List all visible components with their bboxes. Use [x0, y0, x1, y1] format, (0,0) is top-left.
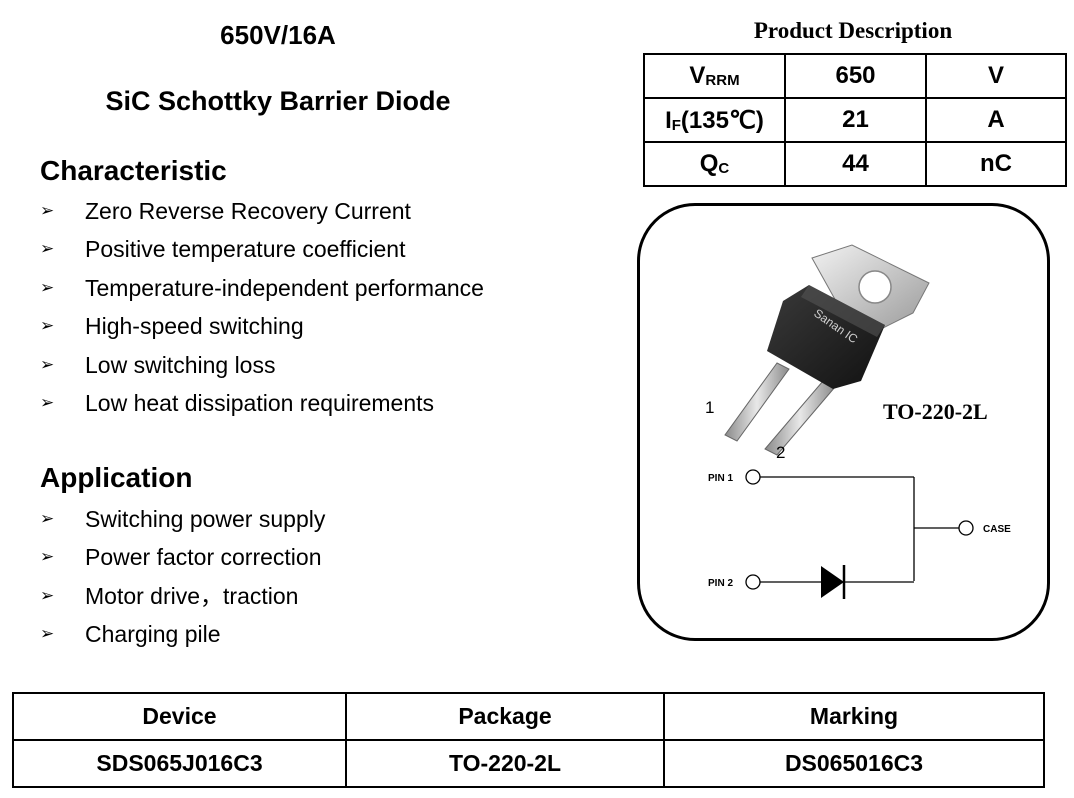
case-label: CASE [983, 524, 1011, 535]
list-item: ➢Low heat dissipation requirements [40, 384, 484, 422]
value-cell: 650 [784, 53, 927, 99]
table-row: QC 44 nC [643, 141, 1067, 187]
mounting-hole-icon [858, 270, 892, 304]
column-header: Package [345, 692, 665, 741]
list-item: ➢Low switching loss [40, 346, 484, 384]
bullet-arrow-icon: ➢ [40, 201, 55, 221]
bullet-arrow-icon: ➢ [40, 624, 55, 645]
value-cell: 21 [784, 97, 927, 143]
param-cell: IF(135℃) [643, 97, 786, 143]
list-item: ➢Temperature-independent performance [40, 269, 484, 307]
device-cell: SDS065J016C3 [12, 739, 347, 788]
bullet-arrow-icon: ➢ [40, 239, 55, 260]
rating-title: 650V/16A [220, 20, 336, 50]
product-description-title: Product Description [753, 18, 953, 43]
product-description-table: VRRM 650 V IF(135℃) 21 A QC 44 nC [643, 53, 1067, 187]
pin1-terminal-icon [745, 469, 761, 485]
diode-symbol-icon [821, 565, 846, 599]
marking-cell: DS065016C3 [663, 739, 1045, 788]
characteristic-list: ➢Zero Reverse Recovery Current ➢Positive… [40, 192, 484, 422]
table-row: VRRM 650 V [643, 53, 1067, 99]
bullet-arrow-icon: ➢ [40, 316, 55, 337]
list-item: ➢Switching power supply [40, 500, 325, 538]
device-table: Device Package Marking SDS065J016C3 TO-2… [12, 692, 1045, 788]
bullet-arrow-icon: ➢ [40, 277, 55, 298]
package-diagram: Sanan IC 1 2 TO-220-2L PIN 1 CASE PIN 2 [705, 244, 1011, 599]
list-item: ➢Charging pile [40, 615, 325, 653]
list-item: ➢High-speed switching [40, 307, 484, 345]
application-heading: Application [40, 462, 193, 493]
lead-1-label: 1 [705, 398, 714, 417]
pin2-label: PIN 2 [708, 578, 733, 589]
package-figure-box [637, 203, 1050, 641]
param-cell: VRRM [643, 53, 786, 99]
unit-cell: nC [925, 141, 1067, 187]
bullet-arrow-icon: ➢ [40, 354, 55, 375]
package-cell: TO-220-2L [345, 739, 665, 788]
column-header: Marking [663, 692, 1045, 741]
characteristic-heading: Characteristic [40, 155, 227, 186]
bullet-arrow-icon: ➢ [40, 547, 55, 568]
table-row: IF(135℃) 21 A [643, 97, 1067, 143]
device-type-title: SiC Schottky Barrier Diode [105, 86, 451, 116]
pin2-terminal-icon [745, 574, 761, 590]
lead-2-label: 2 [776, 443, 785, 462]
package-name-label: TO-220-2L [883, 399, 988, 424]
column-header: Device [12, 692, 347, 741]
list-item: ➢Zero Reverse Recovery Current [40, 192, 484, 230]
application-list: ➢Switching power supply ➢Power factor co… [40, 500, 325, 654]
bullet-arrow-icon: ➢ [40, 509, 55, 529]
unit-cell: V [925, 53, 1067, 99]
pin1-label: PIN 1 [708, 473, 733, 484]
bullet-arrow-icon: ➢ [40, 585, 55, 606]
table-row: SDS065J016C3 TO-220-2L DS065016C3 [12, 739, 1045, 788]
unit-cell: A [925, 97, 1067, 143]
case-terminal-icon [958, 520, 974, 536]
value-cell: 44 [784, 141, 927, 187]
bullet-arrow-icon: ➢ [40, 392, 55, 413]
table-header-row: Device Package Marking [12, 692, 1045, 741]
list-item: ➢Positive temperature coefficient [40, 230, 484, 268]
param-cell: QC [643, 141, 786, 187]
pinout-schematic: PIN 1 CASE PIN 2 [708, 469, 1011, 599]
list-item: ➢Power factor correction [40, 538, 325, 576]
list-item: ➢Motor drive，traction [40, 577, 325, 615]
